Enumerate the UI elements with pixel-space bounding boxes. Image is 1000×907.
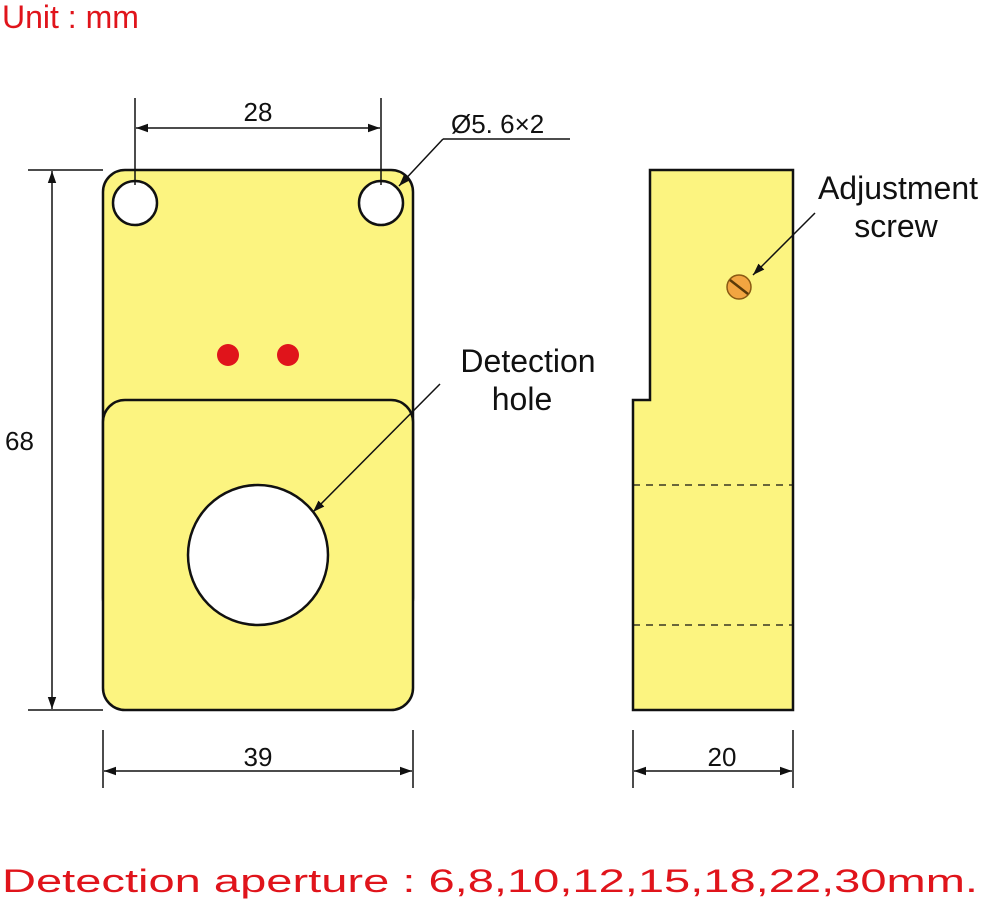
front-view: [101, 168, 415, 712]
indicator-led-right: [277, 344, 299, 366]
mounting-hole-callout: Ø5. 6×2: [398, 109, 570, 187]
detection-hole-callout: Detection hole: [312, 343, 596, 513]
indicator-led-left: [217, 344, 239, 366]
side-view: [631, 168, 795, 712]
adjustment-screw-label-line2: screw: [854, 208, 938, 244]
dimension-68: 68: [5, 169, 103, 711]
mounting-hole-left: [111, 179, 159, 227]
detection-hole: [186, 483, 330, 627]
dimension-28: 28: [134, 97, 382, 185]
detection-hole-label-line1: Detection: [460, 343, 595, 379]
dimension-20-label: 20: [708, 742, 737, 772]
mounting-hole-callout-label: Ø5. 6×2: [451, 109, 544, 139]
dimension-28-label: 28: [244, 97, 273, 127]
mounting-hole-right: [357, 179, 405, 227]
adjustment-screw-callout: Adjustment screw: [752, 170, 978, 276]
detection-hole-label-line2: hole: [492, 381, 553, 417]
dimension-39-label: 39: [244, 742, 273, 772]
side-body: [631, 168, 795, 712]
dimension-68-label: 68: [5, 426, 34, 456]
dimension-20: 20: [632, 730, 794, 788]
dimension-39: 39: [102, 730, 414, 788]
screw-slot: [729, 279, 749, 295]
unit-label: Unit : mm: [2, 0, 139, 35]
detection-aperture-note: Detection aperture : 6,8,10,12,15,18,22,…: [2, 863, 978, 899]
adjustment-screw-label-line1: Adjustment: [818, 170, 978, 206]
